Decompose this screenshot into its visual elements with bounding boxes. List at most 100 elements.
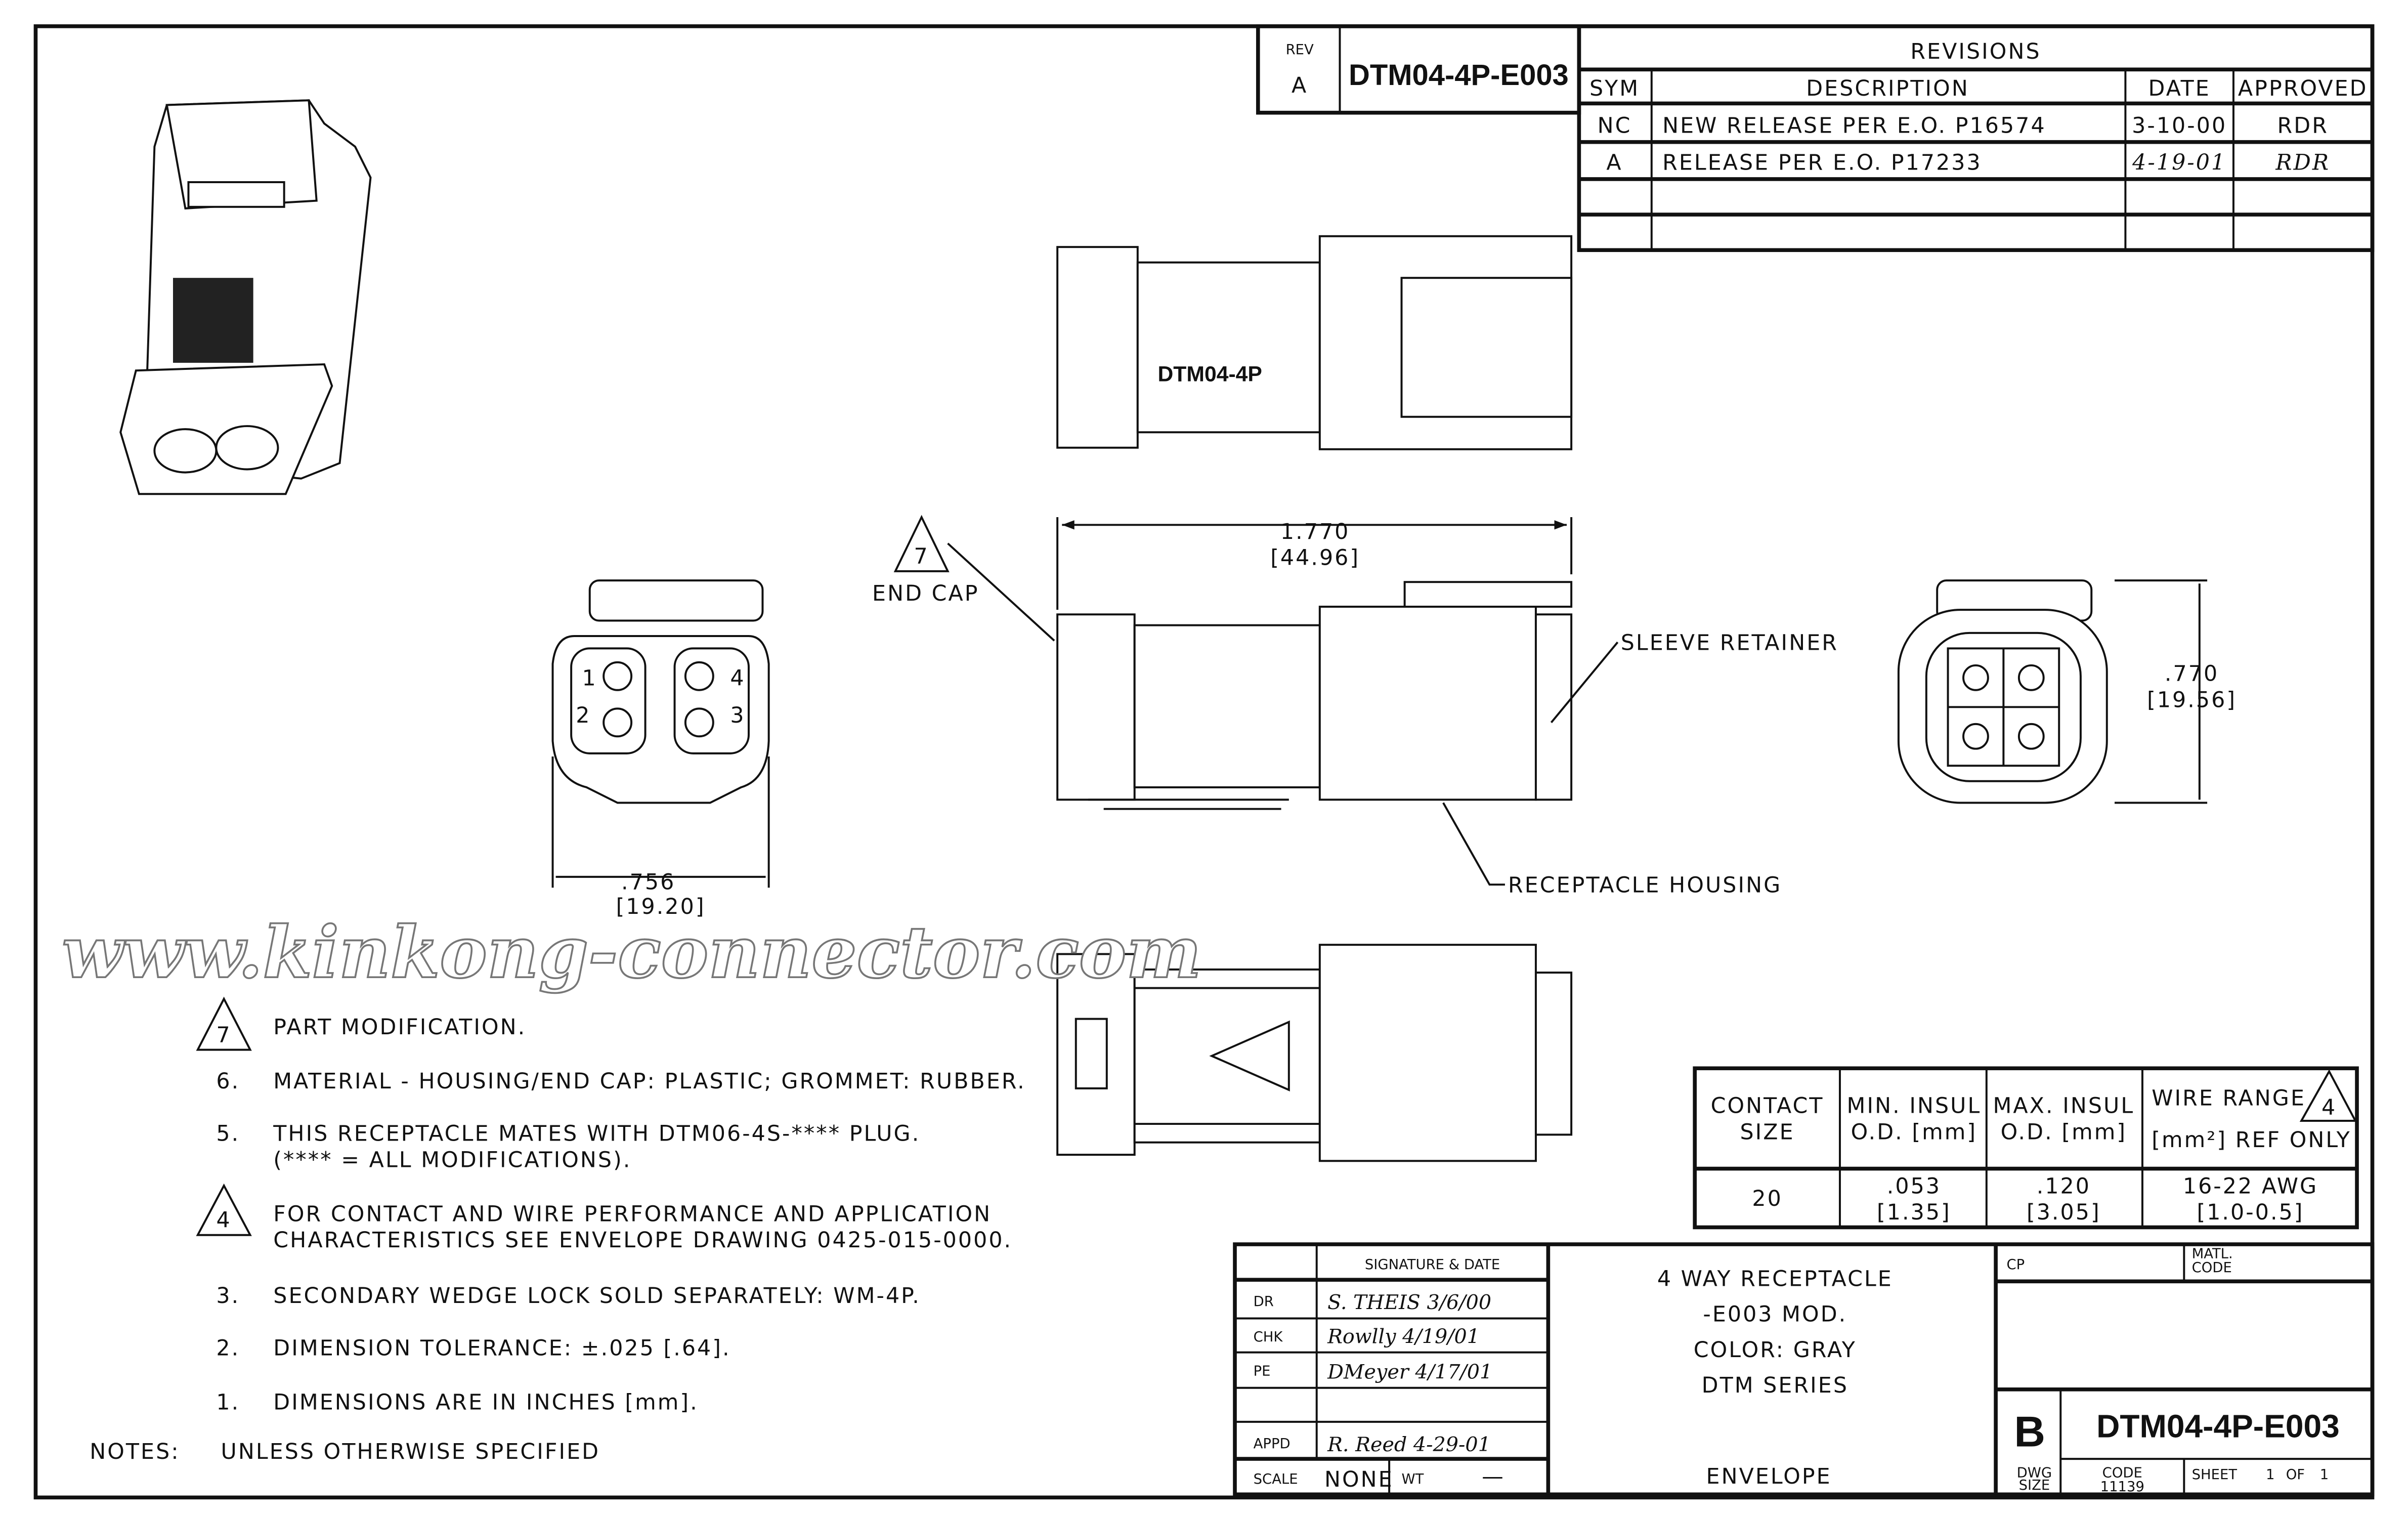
of-label: OF xyxy=(2286,1467,2305,1483)
flag-triangle-icon xyxy=(2299,1069,2357,1122)
flag-triangle-icon xyxy=(196,996,252,1051)
matl-code-label-line2: CODE xyxy=(2192,1260,2232,1276)
note-text: MATERIAL - HOUSING/END CAP: PLASTIC; GRO… xyxy=(273,1069,1025,1094)
wire-range-awg: 16-22 AWG xyxy=(2183,1173,2318,1199)
max-insul-value: .120 xyxy=(2037,1173,2091,1199)
code-label: CODE xyxy=(2102,1465,2142,1481)
notes: 7 PART MODIFICATION. 6. MATERIAL - HOUSI… xyxy=(90,996,1025,1464)
header-date: DATE xyxy=(2148,76,2211,101)
watermark: www.kinkong-connector.com xyxy=(62,911,1201,994)
note-number: 2. xyxy=(216,1336,240,1361)
header-max-insul: MAX. INSUL xyxy=(1993,1093,2135,1119)
title-block: SIGNATURE & DATE DR S. THEIS 3/6/00 CHK … xyxy=(1233,1242,2375,1497)
role-pe: PE xyxy=(1254,1363,1271,1379)
role-chk: CHK xyxy=(1254,1329,1283,1345)
sheet-label: SHEET xyxy=(2192,1467,2238,1483)
revision-row: A RELEASE PER E.O. P17233 4-19-01 RDR xyxy=(1606,150,2330,176)
title-line: 4 WAY RECEPTACLE xyxy=(1657,1266,1893,1291)
drawing-size: B xyxy=(2014,1408,2045,1456)
note-text: CHARACTERISTICS SEE ENVELOPE DRAWING 042… xyxy=(273,1228,1012,1253)
note-text: FOR CONTACT AND WIRE PERFORMANCE AND APP… xyxy=(273,1201,992,1227)
cavity-number: 4 xyxy=(730,666,745,691)
revisions-table: REVISIONS SYM DESCRIPTION DATE APPROVED … xyxy=(1577,24,2375,252)
dwg-size-label-line2: SIZE xyxy=(2019,1478,2050,1493)
note-text: DIMENSION TOLERANCE: ±.025 [.64]. xyxy=(273,1336,730,1361)
scale-value: NONE xyxy=(1324,1467,1394,1492)
rev-approved: RDR xyxy=(2277,113,2329,138)
signature-header: SIGNATURE & DATE xyxy=(1365,1257,1500,1273)
note-number: 5. xyxy=(216,1121,240,1147)
note-item: 3. SECONDARY WEDGE LOCK SOLD SEPARATELY:… xyxy=(216,1283,921,1309)
note-item: 1. DIMENSIONS ARE IN INCHES [mm]. xyxy=(216,1389,698,1415)
cavity-number: 3 xyxy=(730,703,745,728)
scale-label: SCALE xyxy=(1254,1471,1298,1487)
matl-code-label: MATL. xyxy=(2192,1246,2233,1261)
note-number: 3. xyxy=(216,1283,240,1309)
header-min-insul: MIN. INSUL xyxy=(1847,1093,1982,1119)
rev-date: 4-19-01 xyxy=(2132,150,2226,176)
note-text: DIMENSIONS ARE IN INCHES [mm]. xyxy=(273,1389,698,1415)
wire-range-mm: [1.0-0.5] xyxy=(2197,1200,2304,1225)
rev-sym: A xyxy=(1606,150,1622,176)
header-sym: SYM xyxy=(1589,76,1640,101)
rev-description: NEW RELEASE PER E.O. P16574 xyxy=(1662,113,2046,138)
bottom-view xyxy=(1056,944,1573,1162)
notes-subtitle: UNLESS OTHERWISE SPECIFIED xyxy=(221,1439,600,1464)
header-contact-size-line2: SIZE xyxy=(1740,1120,1795,1145)
rev-block: REV A DTM04-4P-E003 xyxy=(1256,24,1581,115)
end-cap-label: END CAP xyxy=(872,581,979,606)
flag-triangle-icon xyxy=(893,515,950,572)
contact-size-value: 20 xyxy=(1752,1186,1782,1211)
header-wire-range: WIRE RANGE xyxy=(2152,1085,2306,1111)
note-item: 5. THIS RECEPTACLE MATES WITH DTM06-4S-*… xyxy=(216,1121,920,1173)
rev-sym: NC xyxy=(1598,113,1632,138)
perspective-view xyxy=(119,99,372,495)
header-approved: APPROVED xyxy=(2238,76,2368,101)
front-view: 1 2 3 4 .756 [19.20] xyxy=(551,579,770,919)
wt-value: — xyxy=(1482,1464,1505,1489)
cp-label: CP xyxy=(2006,1257,2025,1273)
note-item: 6. MATERIAL - HOUSING/END CAP: PLASTIC; … xyxy=(216,1069,1025,1094)
sleeve-retainer-label: SLEEVE RETAINER xyxy=(1621,630,1838,655)
height-dimension-mm: [19.56] xyxy=(2147,687,2237,712)
title-drawing-number: DTM04-4P-E003 xyxy=(2096,1408,2340,1444)
drawing-border xyxy=(33,24,2375,1500)
note-item: 4 FOR CONTACT AND WIRE PERFORMANCE AND A… xyxy=(196,1183,1012,1253)
signature-dr: S. THEIS 3/6/00 xyxy=(1327,1291,1491,1314)
top-view: DTM04-4P xyxy=(1056,235,1573,450)
role-appd: APPD xyxy=(1254,1436,1291,1452)
cavity-number: 2 xyxy=(576,703,591,728)
height-dimension: .770 xyxy=(2165,661,2219,686)
note-number: 1. xyxy=(216,1389,240,1415)
header-max-insul-line2: O.D. [mm] xyxy=(2001,1120,2127,1145)
min-insul-mm: [1.35] xyxy=(1877,1200,1951,1225)
title-line: COLOR: GRAY xyxy=(1694,1337,1857,1363)
note-text: PART MODIFICATION. xyxy=(273,1015,526,1040)
receptacle-housing-label: RECEPTACLE HOUSING xyxy=(1508,872,1782,898)
wt-label: WT xyxy=(1402,1471,1424,1487)
sheet-value: 1 xyxy=(2266,1467,2274,1483)
note-item: 7 PART MODIFICATION. xyxy=(196,996,526,1051)
title-line: DTM SERIES xyxy=(1702,1373,1848,1398)
note-number: 4 xyxy=(217,1207,232,1233)
note-text: THIS RECEPTACLE MATES WITH DTM06-4S-****… xyxy=(273,1121,920,1147)
note-text: (**** = ALL MODIFICATIONS). xyxy=(273,1147,631,1172)
side-view: 1.770 [44.96] 7 END CAP SLEEVE RETAINER … xyxy=(872,515,1838,898)
header-min-insul-line2: O.D. [mm] xyxy=(1851,1120,1977,1145)
rev-value: A xyxy=(1292,73,1308,98)
rev-approved: RDR xyxy=(2275,150,2330,176)
max-insul-mm: [3.05] xyxy=(2027,1200,2101,1225)
title-line: -E003 MOD. xyxy=(1703,1302,1847,1327)
header-wire-range-line2: [mm²] REF ONLY xyxy=(2152,1127,2351,1153)
rev-date: 3-10-00 xyxy=(2132,113,2227,138)
length-dimension: 1.770 xyxy=(1280,519,1350,544)
note-number: 6. xyxy=(216,1069,240,1094)
wire-range-flag: 4 xyxy=(2321,1095,2337,1120)
contact-table: CONTACT SIZE MIN. INSUL O.D. [mm] MAX. I… xyxy=(1693,1066,2359,1230)
end-cap-flag: 7 xyxy=(914,544,929,569)
width-dimension: .756 xyxy=(621,869,675,895)
rev-label: REV xyxy=(1286,42,1314,58)
signature-appd: R. Reed 4-29-01 xyxy=(1327,1433,1491,1456)
note-text: SECONDARY WEDGE LOCK SOLD SEPARATELY: WM… xyxy=(273,1283,921,1309)
